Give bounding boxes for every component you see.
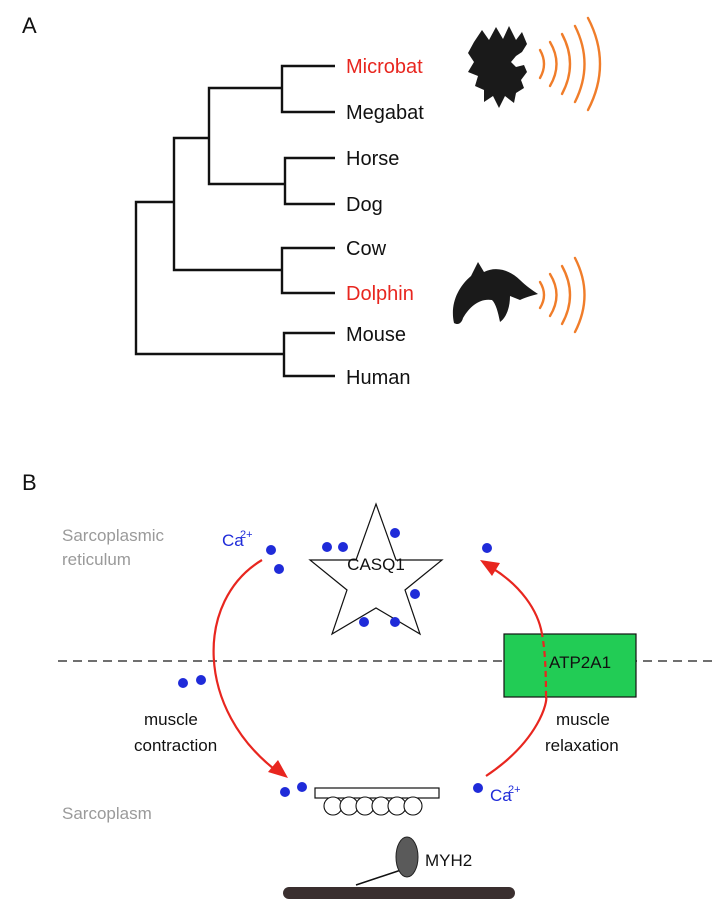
taxon-label-dog: Dog — [346, 194, 383, 216]
tree-branch-bats — [280, 64, 335, 114]
taxon-label-cow: Cow — [346, 238, 387, 260]
contraction-arrow — [212, 559, 279, 773]
calcium-ion — [390, 617, 400, 627]
svg-text:2+: 2+ — [508, 784, 521, 796]
taxon-label-dolphin: Dolphin — [346, 283, 414, 305]
taxon-label-mouse: Mouse — [346, 324, 406, 346]
bat-silhouette-icon — [468, 26, 527, 108]
calcium-ion — [473, 783, 483, 793]
calcium-ion — [359, 617, 369, 627]
taxon-label-megabat: Megabat — [346, 102, 424, 124]
taxon-label-horse: Horse — [346, 148, 399, 170]
svg-text:2+: 2+ — [240, 529, 253, 541]
bat-sound-waves-icon — [538, 16, 602, 112]
casq1-label: CASQ1 — [347, 555, 405, 574]
calcium-ion — [266, 545, 276, 555]
calcium-ion — [274, 564, 284, 574]
tree-branch-horse-dog — [283, 156, 335, 206]
tree-branch-cow-dolphin — [280, 246, 335, 295]
myh2-label: MYH2 — [425, 851, 472, 870]
myosin-icon — [355, 836, 419, 886]
calcium-ion — [322, 542, 332, 552]
phylogenetic-tree — [134, 64, 335, 378]
calcium-ion — [338, 542, 348, 552]
calcium-ion — [482, 543, 492, 553]
taxon-label-microbat: Microbat — [346, 56, 423, 78]
atp2a1-pump — [503, 633, 637, 698]
relaxation-arrow-through-pump — [540, 633, 548, 698]
tree-branch-node-inner — [172, 136, 282, 272]
calcium-ion — [410, 589, 420, 599]
contraction-arrowhead-icon — [268, 760, 288, 778]
relaxation-arrow-lower — [485, 696, 548, 777]
atp2a1-label: ATP2A1 — [549, 653, 611, 672]
calcium-ion — [297, 782, 307, 792]
tree-root — [134, 200, 284, 356]
thick-filament — [283, 887, 515, 899]
taxon-label-human: Human — [346, 367, 410, 389]
svg-text:Ca: Ca — [490, 786, 512, 805]
calcium-ion — [196, 675, 206, 685]
tree-branch-mouse-human — [282, 331, 335, 378]
dolphin-silhouette-icon — [452, 262, 538, 325]
calcium-ion — [280, 787, 290, 797]
calcium-ion — [390, 528, 400, 538]
panel-a-label: A — [22, 13, 37, 38]
dolphin-sound-waves-icon — [538, 256, 586, 334]
relaxation-label-line-2: relaxation — [545, 736, 619, 755]
calcium-label-upper: Ca 2+ — [222, 529, 253, 550]
tree-branch-laurasiatheria — [207, 86, 285, 186]
calcium-label-lower: Ca 2+ — [490, 784, 521, 805]
relaxation-arrow-upper — [491, 567, 544, 635]
taxon-labels: Microbat Megabat Horse Dog Cow Dolphin M… — [346, 56, 424, 389]
relaxation-label-line-1: muscle — [556, 710, 610, 729]
sr-label-line-1: Sarcoplasmic — [62, 526, 165, 545]
contraction-label-line-2: contraction — [134, 736, 217, 755]
panel-b-label: B — [22, 470, 37, 495]
svg-text:Ca: Ca — [222, 531, 244, 550]
actin-filament-icon — [314, 787, 440, 816]
contraction-label-line-1: muscle — [144, 710, 198, 729]
calcium-ion — [178, 678, 188, 688]
sarcoplasm-label: Sarcoplasm — [62, 804, 152, 823]
casq1-star-icon — [308, 502, 444, 636]
relaxation-arrowhead-icon — [480, 560, 500, 576]
sr-label-line-2: reticulum — [62, 550, 131, 569]
